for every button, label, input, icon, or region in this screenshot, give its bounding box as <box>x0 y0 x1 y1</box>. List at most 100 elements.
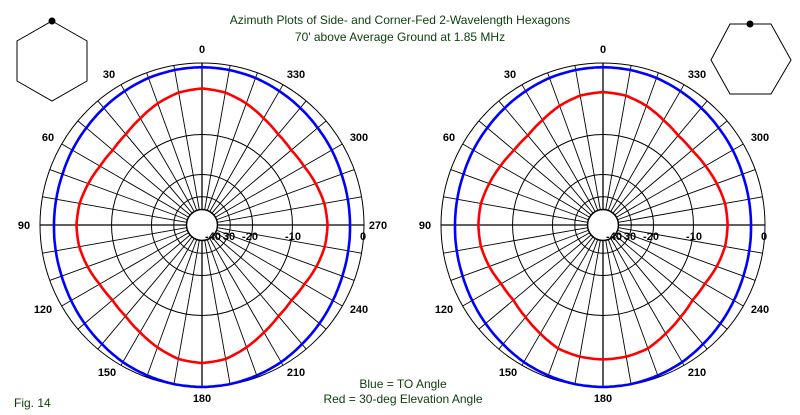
db-label: 0 <box>761 231 767 243</box>
grid-spoke <box>211 236 307 350</box>
grid-spoke <box>49 169 188 221</box>
grid-spoke <box>146 239 198 378</box>
grid-spoke <box>42 227 187 254</box>
grid-spoke <box>120 238 195 366</box>
grid-spoke <box>610 238 685 366</box>
angle-label: 180 <box>594 393 612 405</box>
db-label: 30 <box>223 231 235 243</box>
center-circle <box>587 209 619 241</box>
series-to-angle-line <box>52 65 352 389</box>
grid-spoke <box>206 239 258 378</box>
grid-spoke <box>61 143 189 218</box>
grid-spoke <box>547 239 599 378</box>
corner-fed-hexagon-icon <box>710 20 792 95</box>
angle-label: 60 <box>42 132 54 144</box>
angle-label: 120 <box>435 304 453 316</box>
grid-spoke <box>215 232 343 307</box>
grid-spoke <box>216 169 355 221</box>
grid-spoke <box>77 234 191 330</box>
grid-spoke <box>213 120 327 216</box>
grid-spoke <box>97 236 193 350</box>
angle-label: 240 <box>751 304 769 316</box>
grid-spoke <box>450 169 589 221</box>
grid-spoke <box>617 169 756 221</box>
grid-spoke <box>61 232 189 307</box>
angle-label: 0 <box>600 44 606 56</box>
grid-spoke <box>612 100 708 214</box>
grid-spoke <box>216 229 355 281</box>
grid-spoke <box>204 240 231 385</box>
db-label: 0 <box>360 231 366 243</box>
grid-spoke <box>211 100 307 214</box>
grid-spoke <box>443 196 588 223</box>
side-fed-hexagon-icon <box>16 17 88 102</box>
angle-label: 240 <box>350 304 368 316</box>
db-label: -20 <box>242 231 258 243</box>
grid-spoke <box>77 120 191 216</box>
grid-spoke <box>605 240 632 385</box>
angle-label: 90 <box>18 220 30 232</box>
angle-label: 150 <box>499 367 517 379</box>
grid-spoke <box>120 84 195 212</box>
grid-spoke <box>607 72 659 211</box>
grid-spoke <box>618 196 763 223</box>
grid-spoke <box>209 238 284 366</box>
angle-label: 180 <box>193 393 211 405</box>
grid-spoke <box>49 229 188 281</box>
db-label: -10 <box>686 231 702 243</box>
angle-label: 210 <box>287 367 305 379</box>
feed-point-dot <box>746 20 754 28</box>
db-label: -10 <box>285 231 301 243</box>
feed-point-dot <box>48 17 56 25</box>
angle-label: 270 <box>369 220 387 232</box>
grid-spoke <box>521 238 596 366</box>
angle-label: 210 <box>688 367 706 379</box>
angle-label: 30 <box>504 69 516 81</box>
grid-spoke <box>574 240 601 385</box>
series-to-angle-line <box>453 65 753 389</box>
angle-label: 60 <box>443 132 455 144</box>
angle-label: 150 <box>98 367 116 379</box>
db-label: -40 <box>205 231 221 243</box>
grid-spoke <box>443 227 588 254</box>
chart-title: Azimuth Plots of Side- and Corner-Fed 2-… <box>230 13 570 27</box>
grid-spoke <box>617 229 756 281</box>
grid-spoke <box>612 236 708 350</box>
grid-spoke <box>173 65 200 210</box>
grid-spoke <box>618 227 763 254</box>
grid-spoke <box>616 143 744 218</box>
angle-label: 0 <box>199 44 205 56</box>
grid-spoke <box>478 234 592 330</box>
legend-red: Red = 30-deg Elevation Angle <box>323 392 482 406</box>
grid-spoke <box>450 229 589 281</box>
grid-spoke <box>97 100 193 214</box>
grid-spoke <box>213 234 327 330</box>
chart-subtitle: 70' above Average Ground at 1.85 MHz <box>295 30 505 44</box>
grid-spoke <box>42 196 187 223</box>
grid-spoke <box>610 84 685 212</box>
angle-label: 330 <box>688 69 706 81</box>
legend-blue: Blue = TO Angle <box>359 377 447 391</box>
grid-spoke <box>217 196 362 223</box>
grid-spoke <box>521 84 596 212</box>
grid-spoke <box>498 236 594 350</box>
grid-spoke <box>209 84 284 212</box>
grid-spoke <box>547 72 599 211</box>
grid-spoke <box>206 72 258 211</box>
grid-spoke <box>204 65 231 210</box>
grid-spoke <box>146 72 198 211</box>
grid-spoke <box>498 100 594 214</box>
grid-spoke <box>574 65 601 210</box>
grid-spoke <box>614 120 728 216</box>
angle-label: 30 <box>103 69 115 81</box>
angle-label: 300 <box>751 132 769 144</box>
grid-spoke <box>605 65 632 210</box>
figure-label: Fig. 14 <box>14 396 51 410</box>
angle-label: 90 <box>419 220 431 232</box>
grid-spoke <box>217 227 362 254</box>
grid-spoke <box>607 239 659 378</box>
grid-spoke <box>462 143 590 218</box>
grid-spoke <box>215 143 343 218</box>
